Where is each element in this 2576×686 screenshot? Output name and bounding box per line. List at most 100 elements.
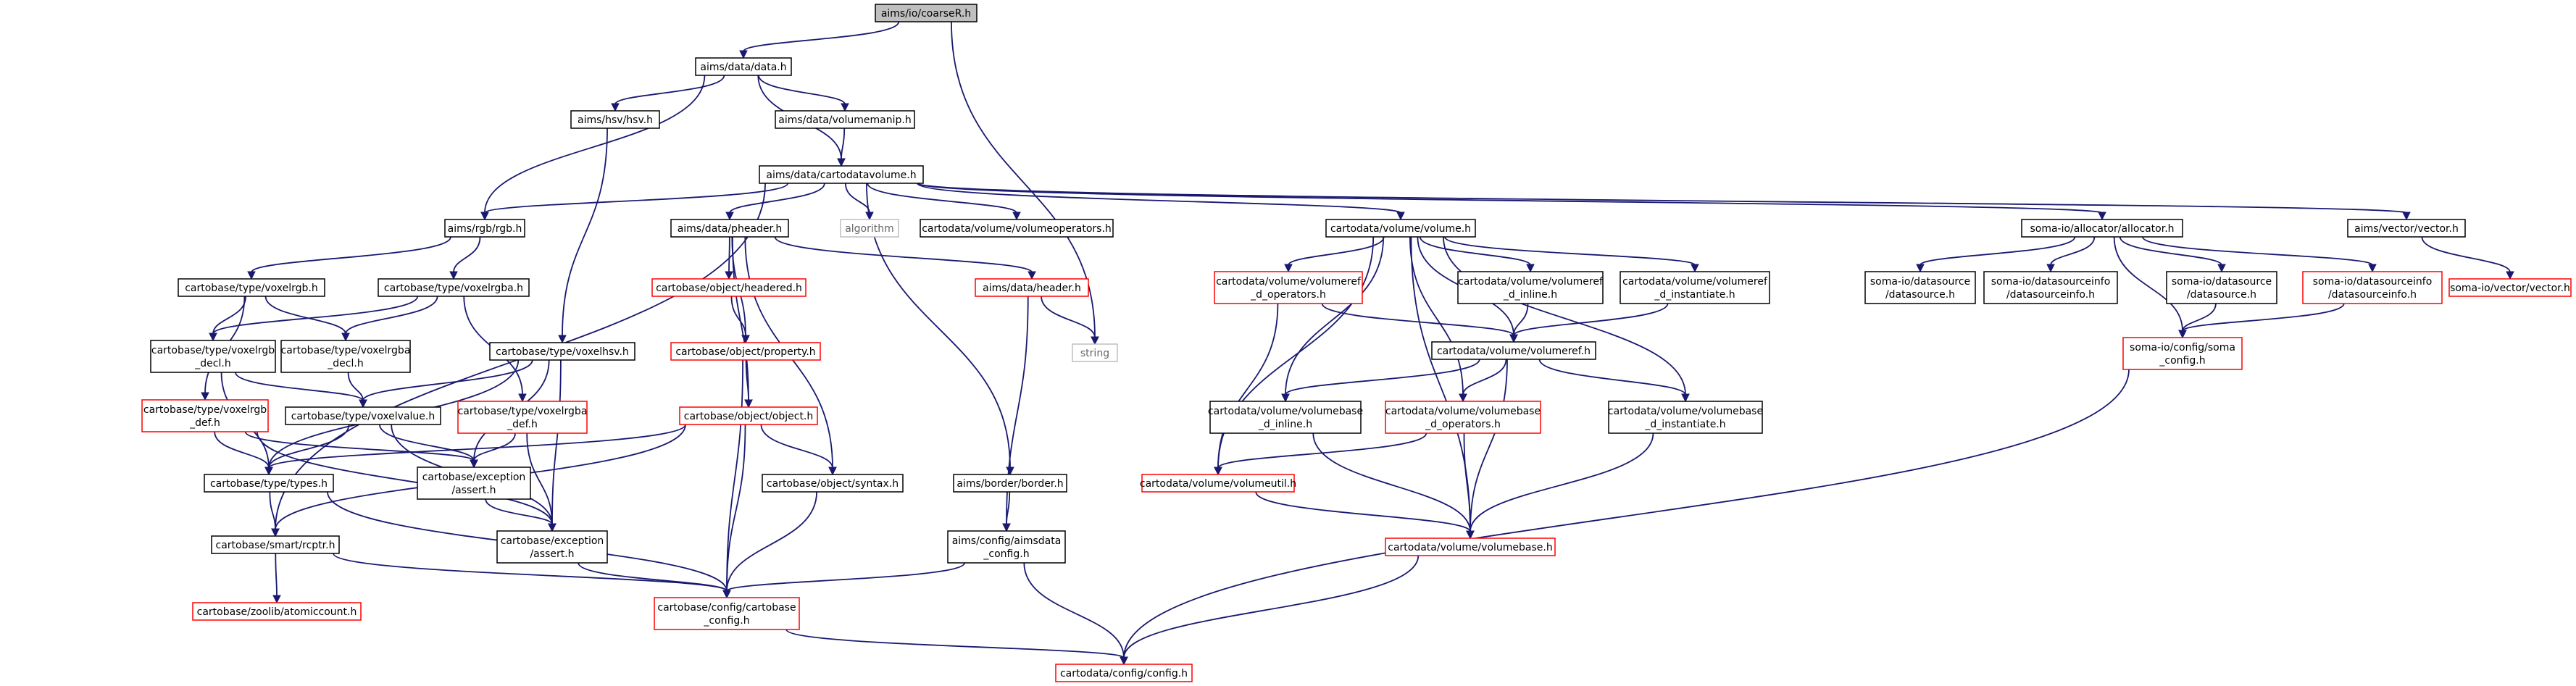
node-cartodatavolume[interactable]: aims/data/cartodatavolume.h [759, 165, 924, 184]
node-pheader[interactable]: aims/data/pheader.h [670, 219, 789, 238]
node-allocator[interactable]: soma-io/allocator/allocator.h [2021, 219, 2183, 238]
node-label: cartobase/object/object.h [684, 411, 814, 422]
node-sio-datasourceinfo[interactable]: soma-io/datasourceinfo/datasourceinfo.h [1983, 271, 2118, 304]
edge-voxelrgb-to-voxelrgba_decl [264, 296, 346, 335]
edge-volumeutil-to-volumebase [1255, 491, 1471, 532]
node-volumeoperators[interactable]: cartodata/volume/volumeoperators.h [920, 219, 1114, 238]
node-sio-datasource[interactable]: soma-io/datasource/datasource.h [1864, 271, 1976, 304]
node-voxelrgb-decl[interactable]: cartobase/type/voxelrgb_decl.h [150, 340, 276, 373]
node-voxelrgba[interactable]: cartobase/type/voxelrgba.h [378, 278, 530, 297]
node-header[interactable]: aims/data/header.h [975, 278, 1089, 297]
node-voxelvalue[interactable]: cartobase/type/voxelvalue.h [285, 406, 441, 425]
node-exception-assert1[interactable]: cartobase/exception/assert.h [417, 467, 531, 500]
node-voxelrgba-def[interactable]: cartobase/type/voxelrgba_def.h [457, 401, 588, 434]
edge-soma_config-to-config [1123, 369, 2130, 658]
node-label: _d_instantiate.h [1654, 289, 1735, 301]
node-volumemanip[interactable]: aims/data/volumemanip.h [775, 110, 915, 129]
node-label: soma-io/datasource [1870, 276, 1970, 288]
node-label: aims/border/border.h [956, 478, 1063, 490]
node-volumeref[interactable]: cartodata/volume/volumeref.h [1431, 341, 1596, 360]
arrowhead-volumeref-to-volumebase_d_operators [1459, 393, 1467, 403]
node-label: cartobase/smart/rcptr.h [216, 540, 335, 551]
node-sio-datasource2[interactable]: soma-io/datasource/datasource.h [2166, 271, 2277, 304]
node-headered[interactable]: cartobase/object/headered.h [651, 278, 806, 297]
node-label: _d_operators.h [1250, 289, 1326, 301]
node-volumeref-d-instantiate[interactable]: cartodata/volume/volumeref_d_instantiate… [1620, 271, 1770, 304]
edge-voxelrgb_def-to-exception_assert2 [256, 431, 553, 525]
node-label: _decl.h [194, 358, 230, 369]
arrowhead-voxelvalue-to-exception_assert1 [470, 459, 478, 469]
node-volumeutil[interactable]: cartodata/volume/volumeutil.h [1140, 474, 1296, 493]
edge-volumebase_d_operators-to-volumebase [1463, 432, 1471, 532]
node-voxelhsv[interactable]: cartobase/type/voxelhsv.h [489, 342, 635, 361]
node-voxelrgb-def[interactable]: cartobase/type/voxelrgb_def.h [141, 399, 269, 432]
node-box [651, 278, 806, 297]
arrowhead-voxelrgba-to-voxelrgb_decl [209, 332, 217, 342]
node-atomiccount[interactable]: cartobase/zoolib/atomiccount.h [192, 602, 362, 621]
edge-header-to-string [1041, 296, 1096, 338]
arrowhead-header-to-string [1091, 336, 1099, 346]
node-rcptr[interactable]: cartobase/smart/rcptr.h [211, 535, 340, 554]
node-voxelrgba-decl[interactable]: cartobase/type/voxelrgba_decl.h [280, 340, 411, 373]
node-types[interactable]: cartobase/type/types.h [204, 474, 334, 493]
node-box [150, 340, 276, 373]
node-cartobase-config[interactable]: cartobase/config/cartobase_config.h [654, 597, 800, 630]
node-box [759, 165, 924, 184]
edge-voxelhsv-to-voxelvalue [362, 359, 533, 401]
node-rgb[interactable]: aims/rgb/rgb.h [444, 219, 525, 238]
node-box [496, 530, 608, 564]
node-box [141, 399, 269, 432]
node-volumeref-d-inline[interactable]: cartodata/volume/volumeref_d_inline.h [1457, 271, 1604, 304]
edge-data-to-hsv [614, 75, 725, 105]
node-object[interactable]: cartobase/object/object.h [679, 406, 818, 425]
edge-voxelrgba_def-to-exception_assert2 [526, 432, 553, 525]
node-label: aims/vector/vector.h [2354, 223, 2459, 235]
edge-volumeref_d_operators-to-volumeref [1321, 303, 1514, 336]
node-volumebase-d-operators[interactable]: cartodata/volume/volumebase_d_operators.… [1385, 401, 1541, 434]
node-volumeref-d-operators[interactable]: cartodata/volume/volumeref_d_operators.h [1214, 271, 1363, 304]
edge-voxelrgba-to-voxelrgba_decl [345, 296, 438, 335]
node-box [1209, 401, 1362, 434]
node-hsv[interactable]: aims/hsv/hsv.h [570, 110, 660, 129]
node-label: aims/hsv/hsv.h [578, 114, 653, 126]
node-vector[interactable]: aims/vector/vector.h [2347, 219, 2466, 238]
arrowhead-pheader-to-header [1028, 271, 1036, 280]
node-sio-datasourceinfo2[interactable]: soma-io/datasourceinfo/datasourceinfo.h [2302, 271, 2443, 304]
node-label: cartobase/object/headered.h [656, 283, 802, 294]
node-config[interactable]: cartodata/config/config.h [1055, 664, 1193, 682]
arrowhead-object-to-rcptr [271, 528, 280, 537]
node-volumebase[interactable]: cartodata/volume/volumebase.h [1385, 537, 1556, 556]
node-box [1072, 343, 1118, 362]
arrowhead-volumeref-to-volumebase_d_instantiate [1681, 393, 1690, 403]
edge-voxelrgb-to-voxelrgb_decl [212, 296, 246, 335]
node-volume[interactable]: cartodata/volume/volume.h [1325, 219, 1476, 238]
arrowhead-cartodatavolume-to-allocator [2098, 212, 2106, 221]
node-exception-assert2[interactable]: cartobase/exception/assert.h [496, 530, 608, 564]
node-coarseR[interactable]: aims/io/coarseR.h [875, 4, 978, 22]
node-label: _config.h [2159, 355, 2205, 367]
edge-data-to-volumemanip [758, 75, 846, 105]
node-box [1864, 271, 1976, 304]
node-soma-config[interactable]: soma-io/config/soma_config.h [2122, 337, 2243, 370]
node-volumebase-d-inline[interactable]: cartodata/volume/volumebase_d_inline.h [1208, 401, 1363, 434]
edge-voxelrgb_decl-to-voxelvalue [235, 372, 364, 401]
arrowhead-voxelrgba-to-voxelrgba_def [518, 393, 527, 403]
node-border[interactable]: aims/border/border.h [953, 474, 1067, 493]
node-box [2302, 271, 2443, 304]
edge-hsv-to-voxelhsv [562, 127, 608, 337]
node-property[interactable]: cartobase/object/property.h [670, 342, 821, 361]
node-voxelrgb[interactable]: cartobase/type/voxelrgb.h [178, 278, 325, 297]
edge-coarseR-to-data [743, 21, 900, 52]
node-box [1620, 271, 1770, 304]
node-label: cartodata/volume/volumebase [1385, 406, 1541, 417]
node-label: aims/rgb/rgb.h [448, 223, 522, 235]
node-data[interactable]: aims/data/data.h [695, 57, 792, 76]
arrowhead-volumeref-to-volumebase_d_inline [1281, 393, 1290, 403]
node-syntax[interactable]: cartobase/object/syntax.h [762, 474, 904, 493]
node-aimsdata-config[interactable]: aims/config/aimsdata_config.h [947, 530, 1066, 564]
node-label: soma-io/vector/vector.h [2450, 283, 2570, 294]
node-volumebase-d-instantiate[interactable]: cartodata/volume/volumebase_d_instantiat… [1608, 401, 1763, 434]
node-label: cartodata/volume/volumeutil.h [1140, 478, 1296, 490]
node-sio-vector[interactable]: soma-io/vector/vector.h [2448, 278, 2572, 297]
